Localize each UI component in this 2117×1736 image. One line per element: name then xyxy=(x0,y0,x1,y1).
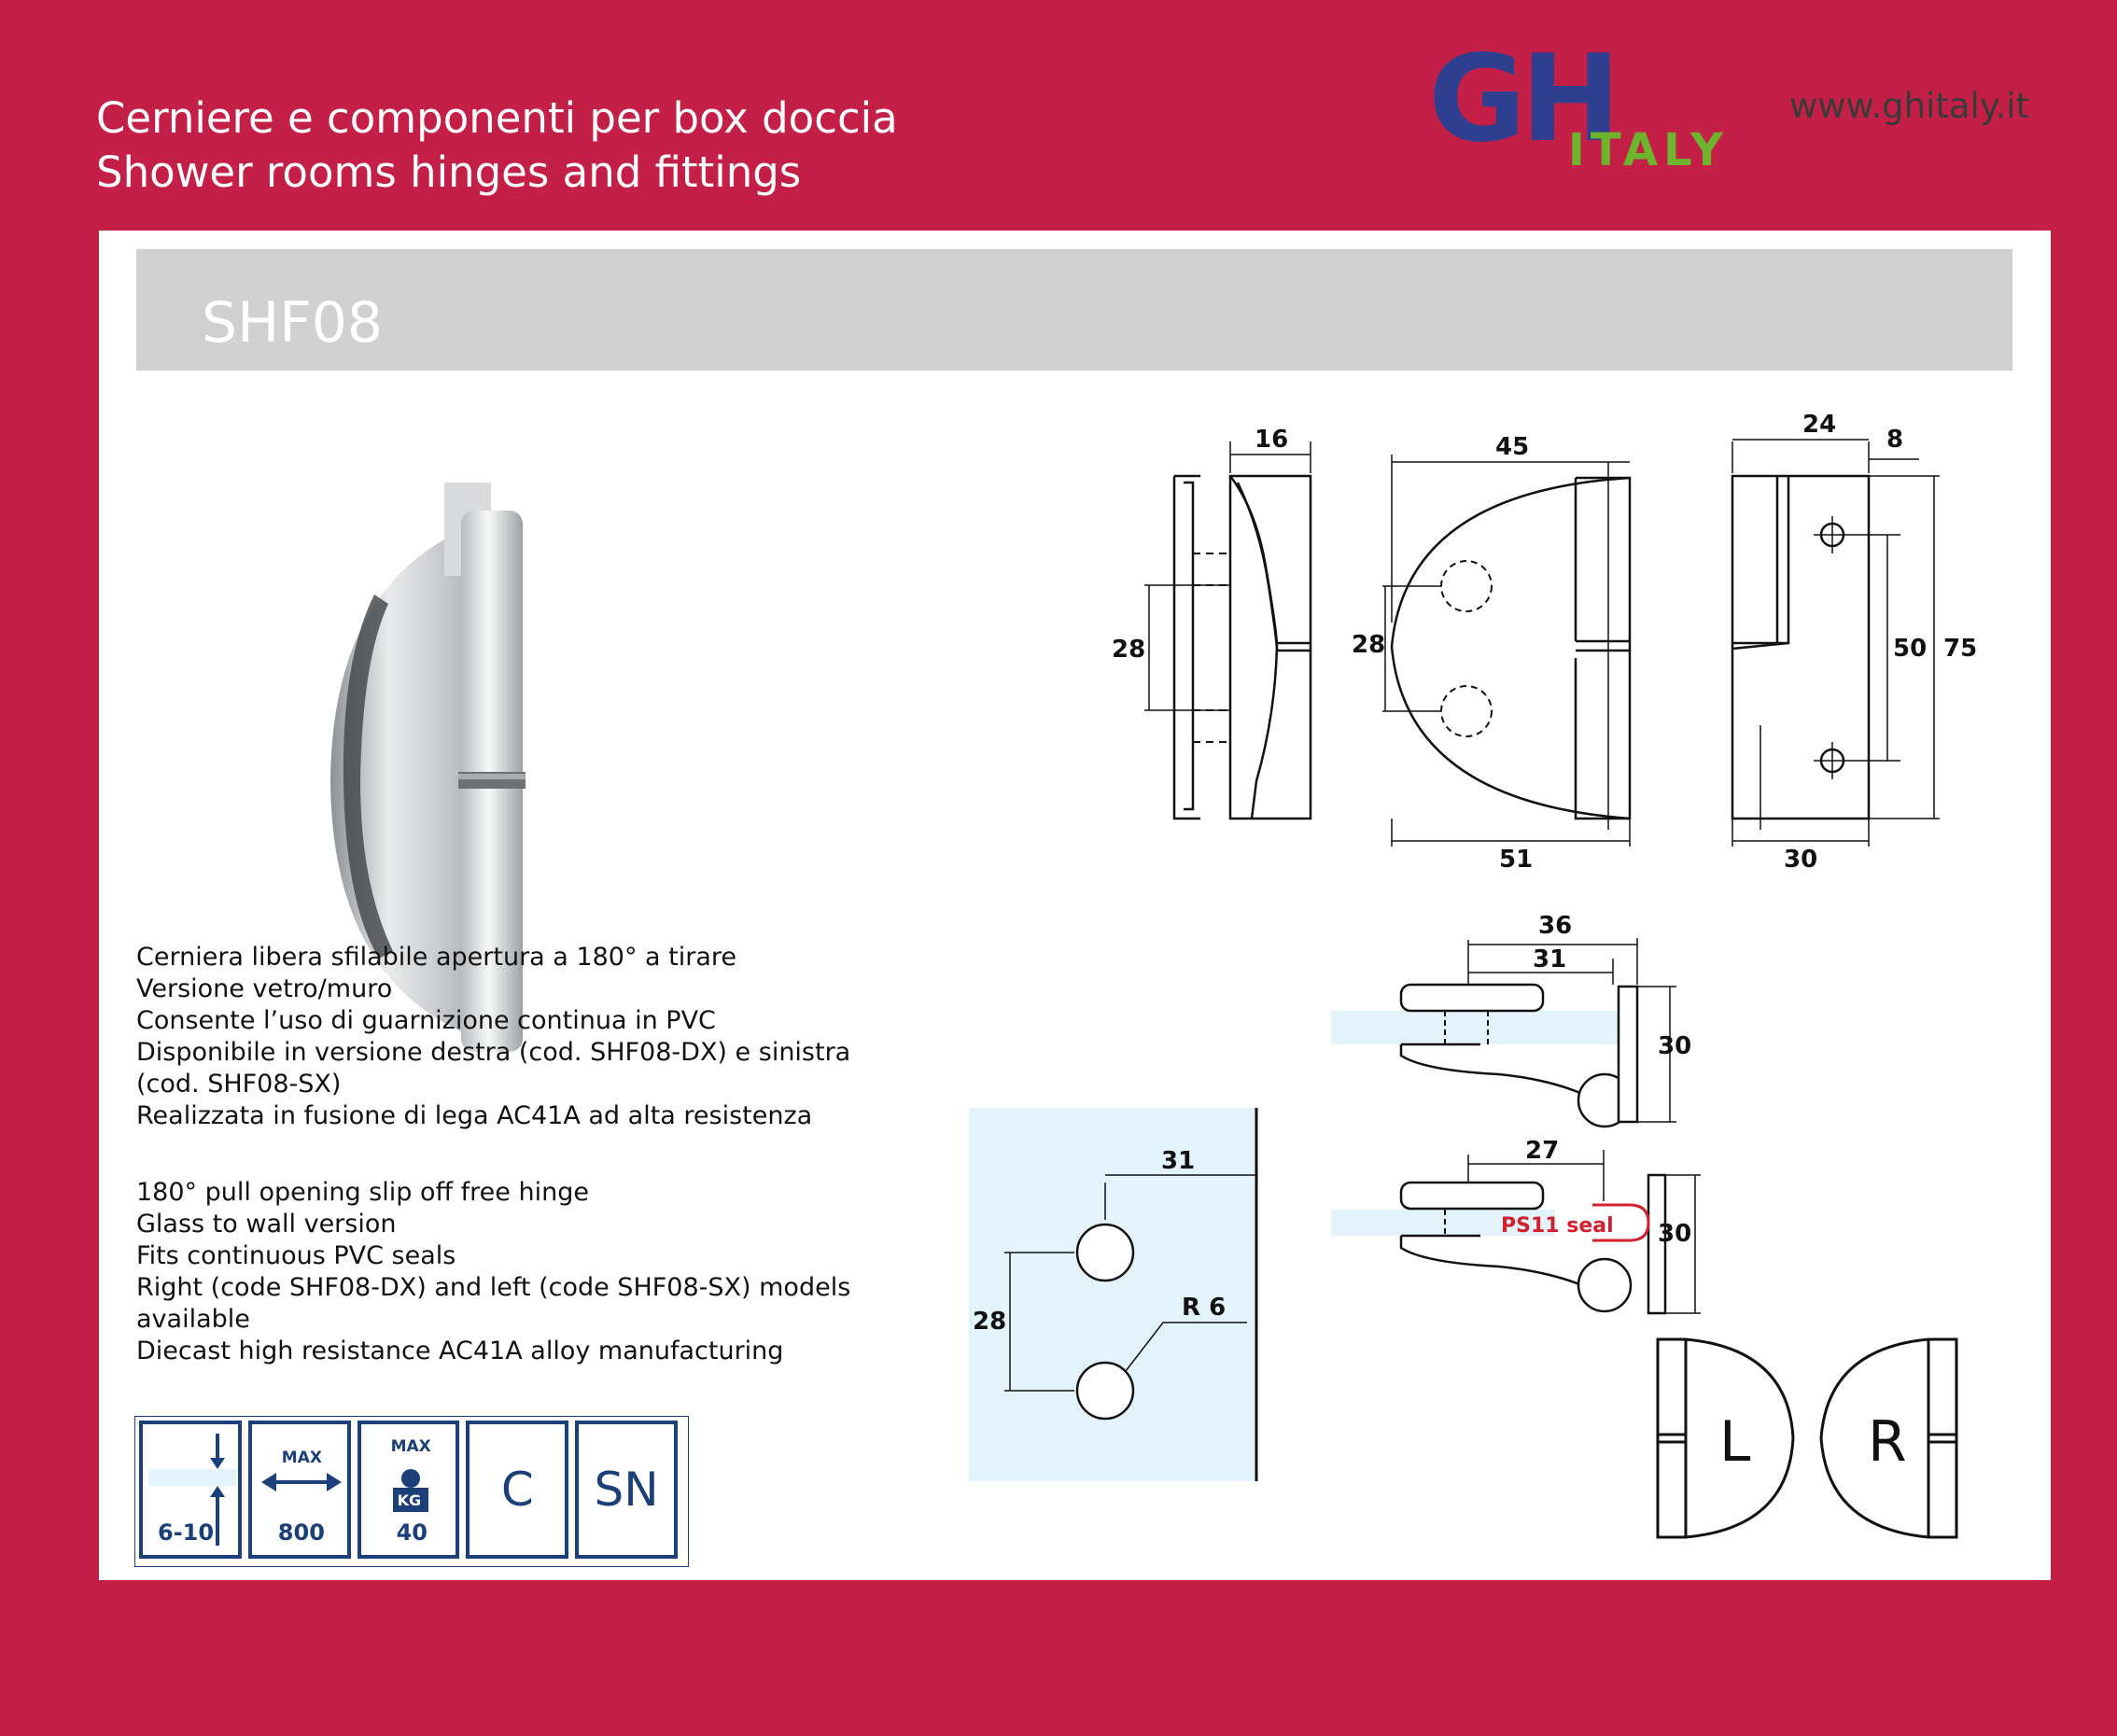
ghitaly-logo: GH ITALY xyxy=(1428,51,1729,173)
right-hinge-outline xyxy=(1819,1337,1958,1539)
max-weight-icon: MAX KG 40 xyxy=(357,1421,460,1559)
dim-back-top1: 24 xyxy=(1802,411,1836,439)
desc-en-line: Glass to wall version xyxy=(136,1210,397,1239)
desc-it-line: Disponibile in versione destra (cod. SHF… xyxy=(136,1038,851,1067)
desc-en-line: Diecast high resistance AC41A alloy manu… xyxy=(136,1337,784,1365)
left-label: L xyxy=(1719,1409,1751,1475)
finish-chrome-icon: C xyxy=(466,1421,569,1559)
finish-satin-nickel-icon: SN xyxy=(575,1421,678,1559)
dim-plan1-inner: 31 xyxy=(1533,945,1566,973)
product-code: SHF08 xyxy=(202,290,384,356)
header-title-it: Cerniere e componenti per box doccia xyxy=(96,93,898,143)
glass-thickness-icon: 6-10 xyxy=(139,1421,242,1559)
plan-view-2 xyxy=(1399,1150,1701,1315)
desc-it-line: Versione vetro/muro xyxy=(136,974,393,1003)
description-italian: Cerniera libera sfilabile apertura a 180… xyxy=(136,942,850,1132)
feature-icons: 6-10 MAX 800 MAX KG 40 C SN xyxy=(134,1416,689,1567)
finish-chrome-label: C xyxy=(500,1463,534,1517)
logo-main-text: GH xyxy=(1428,51,1615,169)
dim-back-top2: 8 xyxy=(1886,426,1903,454)
logo-sub-text: ITALY xyxy=(1568,124,1729,173)
dim-wall-radius: R 6 xyxy=(1182,1294,1226,1322)
header-text: Cerniere e componenti per box doccia Sho… xyxy=(96,91,898,200)
max-width-icon: MAX 800 xyxy=(247,1421,351,1559)
back-view-drawing xyxy=(1731,439,1940,847)
dim-front-bottom: 51 xyxy=(1499,846,1533,874)
left-hinge-outline xyxy=(1656,1337,1795,1539)
dim-front-width: 45 xyxy=(1495,433,1529,461)
seal-label: PS11 seal xyxy=(1501,1214,1614,1238)
dim-back-total: 75 xyxy=(1943,635,1977,663)
side-view-drawing xyxy=(1144,441,1312,820)
max-width-value: 800 xyxy=(277,1519,325,1546)
dim-plan1-height: 30 xyxy=(1658,1032,1691,1060)
dim-back-bottom: 30 xyxy=(1784,846,1817,874)
desc-en-line: Right (code SHF08-DX) and left (code SHF… xyxy=(136,1273,851,1302)
dim-wall-spacing: 28 xyxy=(973,1308,1006,1336)
max-weight-value: 40 xyxy=(396,1519,428,1546)
dim-plan2-width: 27 xyxy=(1525,1137,1559,1165)
dim-front-hole: 28 xyxy=(1352,631,1385,659)
finish-satin-nickel-label: SN xyxy=(594,1463,659,1517)
glass-plan-2 xyxy=(1331,1210,1555,1236)
desc-it-line: (cod. SHF08-SX) xyxy=(136,1070,342,1099)
desc-it-line: Consente l’uso di guarnizione continua i… xyxy=(136,1006,716,1035)
dim-wall-offset: 31 xyxy=(1161,1147,1195,1175)
dim-plan2-height: 30 xyxy=(1658,1220,1691,1248)
front-view-drawing xyxy=(1382,455,1632,847)
wall-surface xyxy=(969,1108,1256,1481)
title-bar: SHF08 xyxy=(136,249,2012,371)
desc-en-line: Fits continuous PVC seals xyxy=(136,1241,456,1270)
max-weight-label: MAX xyxy=(390,1437,431,1456)
right-label: R xyxy=(1868,1409,1907,1475)
technical-drawings: PS11 seal L R 16 xyxy=(969,411,1977,1539)
max-width-label: MAX xyxy=(281,1449,322,1467)
desc-it-line: Cerniera libera sfilabile apertura a 180… xyxy=(136,943,737,972)
dim-side-top: 16 xyxy=(1255,426,1288,454)
desc-it-line: Realizzata in fusione di lega AC41A ad a… xyxy=(136,1101,813,1130)
header-title-en: Shower rooms hinges and fittings xyxy=(96,147,802,197)
plan-view-1 xyxy=(1399,938,1676,1128)
glass-plan-1 xyxy=(1331,1011,1619,1044)
kg-label: KG xyxy=(397,1491,422,1509)
desc-en-line: available xyxy=(136,1305,250,1334)
dim-plan1-outer: 36 xyxy=(1538,912,1572,940)
desc-en-line: 180° pull opening slip off free hinge xyxy=(136,1178,589,1207)
product-photo xyxy=(330,483,526,1052)
glass-thickness-value: 6-10 xyxy=(158,1519,215,1546)
seal-outline xyxy=(1592,1203,1650,1242)
dim-back-mid: 50 xyxy=(1893,635,1927,663)
website-link[interactable]: www.ghitaly.it xyxy=(1789,86,2029,126)
description-english: 180° pull opening slip off free hinge Gl… xyxy=(136,1177,850,1367)
product-panel: SHF08 xyxy=(99,231,2051,1580)
dim-side-hole: 28 xyxy=(1112,636,1145,664)
